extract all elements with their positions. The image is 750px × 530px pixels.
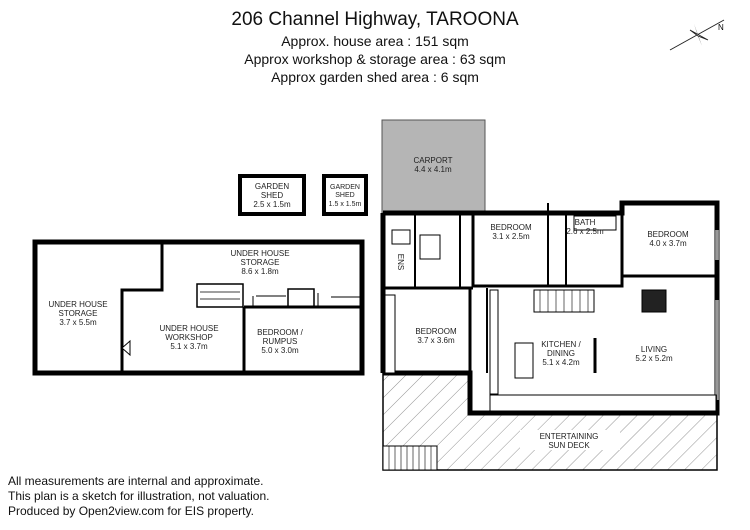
svg-text:4.0 x 3.7m: 4.0 x 3.7m [649,239,687,248]
svg-text:8.6 x 1.8m: 8.6 x 1.8m [241,267,279,276]
garden-shed-2-size: 1.5 x 1.5m [329,201,362,208]
svg-text:4.4 x 4.1m: 4.4 x 4.1m [414,165,452,174]
workshop-area: Approx workshop & storage area : 63 sqm [244,51,506,67]
fixtures [384,215,717,412]
disclaimer-line-1: All measurements are internal and approx… [8,474,264,488]
carport: CARPORT 4.4 x 4.1m [381,119,486,214]
upper-level-walls [380,200,720,416]
svg-text:LIVING: LIVING [641,345,667,354]
svg-text:5.0 x 3.0m: 5.0 x 3.0m [261,346,299,355]
room-bedroom-3: BEDROOM 3.7 x 3.6m [415,327,457,345]
garden-shed-1-size: 2.5 x 1.5m [253,200,291,209]
svg-text:KITCHEN /DINING: KITCHEN /DINING [541,340,581,358]
north-arrow-icon: N [669,19,725,51]
svg-text:5.1 x 4.2m: 5.1 x 4.2m [542,358,580,367]
svg-text:5.1 x 3.7m: 5.1 x 3.7m [170,342,208,351]
svg-text:ENS: ENS [396,254,405,270]
plan-disclaimer: All measurements are internal and approx… [8,474,269,519]
room-kitchen-dining: KITCHEN /DINING 5.1 x 4.2m [541,340,581,367]
svg-text:5.2 x 5.2m: 5.2 x 5.2m [635,354,673,363]
svg-text:3.1 x 2.5m: 3.1 x 2.5m [492,232,530,241]
svg-text:BEDROOM: BEDROOM [415,327,457,336]
room-living: LIVING 5.2 x 5.2m [635,345,673,363]
room-bedroom-2: BEDROOM 4.0 x 3.7m [647,230,689,248]
room-bedroom-1: BEDROOM 3.1 x 2.5m [490,223,532,241]
svg-text:2.6 x 2.5m: 2.6 x 2.5m [566,227,604,236]
svg-text:BEDROOM: BEDROOM [490,223,532,232]
lower-level [32,239,365,376]
svg-text:BEDROOM /RUMPUS: BEDROOM /RUMPUS [257,328,304,346]
svg-text:BEDROOM: BEDROOM [647,230,689,239]
property-address: 206 Channel Highway, TAROONA [231,9,519,30]
room-bath: BATH 2.6 x 2.5m [566,218,604,236]
svg-text:3.7 x 3.6m: 3.7 x 3.6m [417,336,455,345]
svg-text:3.7 x 5.5m: 3.7 x 5.5m [59,318,97,327]
north-label: N [718,23,724,32]
disclaimer-line-2: This plan is a sketch for illustration, … [8,489,270,503]
disclaimer-line-3: Produced by Open2view.com for EIS proper… [8,504,254,518]
svg-text:BATH: BATH [575,218,596,227]
shed-area: Approx garden shed area : 6 sqm [271,69,479,85]
plan-header: 206 Channel Highway, TAROONA Approx. hou… [0,8,750,86]
house-area: Approx. house area : 151 sqm [281,33,469,49]
svg-text:CARPORT: CARPORT [414,156,453,165]
room-ens: ENS [396,254,405,270]
room-bedroom-rumpus: BEDROOM /RUMPUS 5.0 x 3.0m [257,328,304,355]
